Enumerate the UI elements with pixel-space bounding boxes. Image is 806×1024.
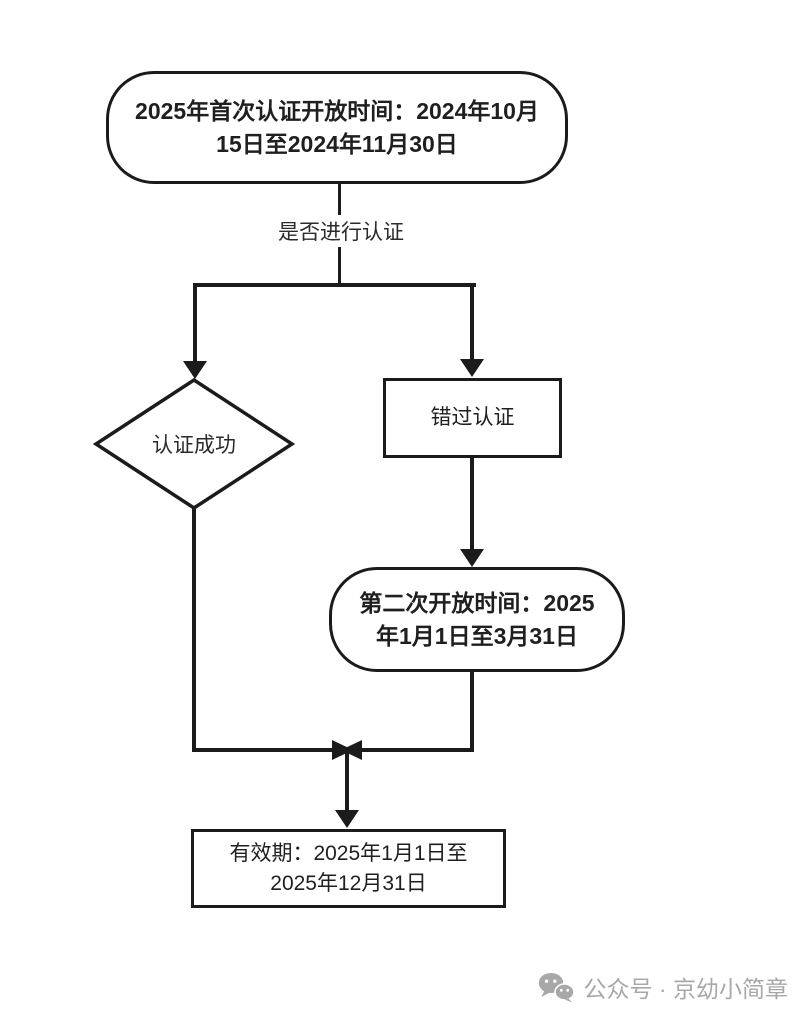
connector-success-down xyxy=(192,508,196,752)
node-missed-certification: 错过认证 xyxy=(383,378,562,458)
node-success-label: 认证成功 xyxy=(152,434,236,457)
node-validity-period: 有效期：2025年1月1日至 2025年12月31日 xyxy=(191,829,506,908)
arrowhead-into-validity xyxy=(335,810,359,828)
arrowhead-into-missed xyxy=(460,359,484,377)
connector-second-down xyxy=(470,671,474,752)
connector-missed-to-second xyxy=(470,458,474,550)
connector-merge-down xyxy=(345,750,349,811)
connector-merge-left xyxy=(192,748,332,752)
connector-merge-right xyxy=(362,748,474,752)
connector-left-branch xyxy=(193,283,197,362)
node-first-open-period: 2025年首次认证开放时间：2024年10月 15日至2024年11月30日 xyxy=(106,71,568,184)
arrowhead-into-success xyxy=(183,361,207,379)
watermark-text: 公众号 · 京幼小简章 xyxy=(583,976,788,1002)
arrowhead-into-second-open xyxy=(460,549,484,567)
wechat-icon xyxy=(538,972,575,1002)
watermark-footer: 公众号 · 京幼小简章 xyxy=(538,966,788,1008)
node-success-diamond: 认证成功 xyxy=(93,378,295,510)
node-second-open-period: 第二次开放时间：2025 年1月1日至3月31日 xyxy=(329,567,625,672)
edge-label-decision: 是否进行认证 xyxy=(272,215,410,247)
connector-split-horizontal xyxy=(193,283,476,287)
connector-right-branch xyxy=(470,283,474,360)
